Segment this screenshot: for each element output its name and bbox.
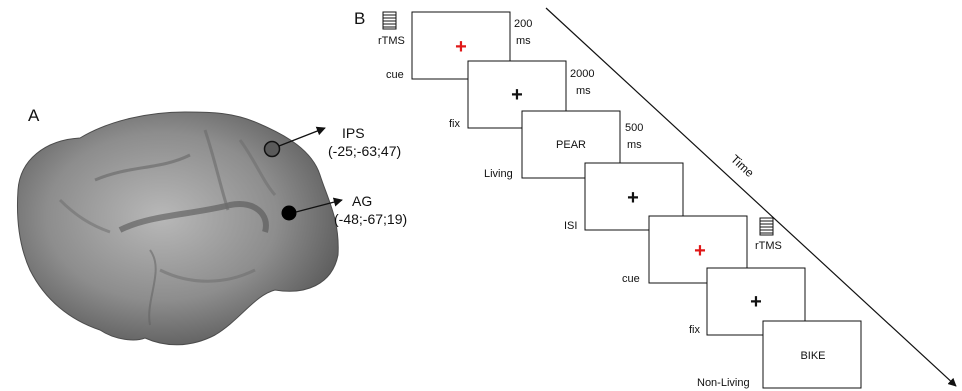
cue-label-2: cue bbox=[622, 273, 640, 285]
rtms-coil-icon-2 bbox=[759, 217, 774, 236]
rtms-label: rTMS bbox=[378, 35, 405, 47]
fixation-label: fix bbox=[449, 118, 461, 130]
fixation-cross: + bbox=[511, 84, 523, 106]
ips-name: IPS bbox=[342, 125, 365, 141]
brain-surface bbox=[17, 111, 339, 346]
target-category-label: Living bbox=[484, 168, 513, 180]
cue-label: cue bbox=[386, 69, 404, 81]
panel-a-letter: A bbox=[28, 106, 40, 125]
isi-label: ISI bbox=[564, 220, 577, 232]
fixation-screen bbox=[467, 60, 567, 129]
ag-site-marker bbox=[281, 205, 297, 221]
time-axis-label: Time bbox=[728, 152, 757, 180]
target-duration-unit: ms bbox=[627, 139, 642, 151]
isi-screen bbox=[584, 162, 684, 231]
ips-coords: (-25;-63;47) bbox=[328, 143, 401, 159]
fixation-duration-unit: ms bbox=[576, 85, 591, 97]
target-duration-value: 500 bbox=[625, 122, 643, 134]
fixation-label-2: fix bbox=[689, 324, 701, 336]
cue-duration-value: 200 bbox=[514, 18, 532, 30]
rtms-label-2: rTMS bbox=[755, 240, 782, 252]
target-word-2: BIKE bbox=[800, 350, 825, 362]
cue-cross-2: + bbox=[694, 240, 706, 262]
ips-arrow bbox=[278, 126, 326, 147]
target-category-label-2: Non-Living bbox=[697, 377, 750, 389]
cue-cross: + bbox=[455, 36, 467, 58]
ag-arrow bbox=[295, 197, 343, 213]
rtms-coil-icon bbox=[382, 11, 397, 30]
target-word: PEAR bbox=[556, 139, 586, 151]
ag-coords: (-48;-67;19) bbox=[334, 211, 407, 227]
fixation-cross-2: + bbox=[750, 291, 762, 313]
fixation-duration-value: 2000 bbox=[570, 68, 594, 80]
ips-site-marker bbox=[263, 140, 281, 158]
target-screen-2 bbox=[762, 320, 862, 389]
time-axis-arrow bbox=[545, 7, 957, 387]
ag-name: AG bbox=[352, 193, 372, 209]
cue-duration-unit: ms bbox=[516, 35, 531, 47]
isi-cross: + bbox=[627, 187, 639, 209]
panel-b-letter: B bbox=[354, 9, 365, 28]
